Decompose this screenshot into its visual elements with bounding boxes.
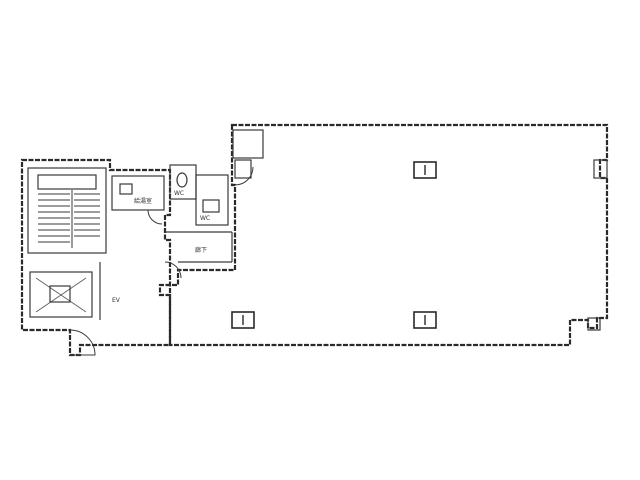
door-swing-office (234, 166, 254, 186)
stair-treads (38, 190, 100, 248)
stairwell (27, 167, 107, 254)
door-swing-entrance (69, 329, 96, 356)
elevator-shaft (29, 271, 93, 318)
door-swing-corridor (164, 261, 182, 279)
stairwell-landing (37, 174, 97, 190)
door-swing-kitchen (147, 209, 163, 225)
restroom-2-label: WC (200, 215, 210, 222)
office-outer-wall (158, 123, 609, 347)
core-outer-wall (20, 158, 172, 357)
elevator-hall: EV (99, 262, 121, 320)
kitchenette-label: 給湯室 (134, 197, 152, 205)
pilaster-right (593, 159, 608, 179)
stairwell-outline (27, 167, 107, 254)
pipe-space (234, 159, 252, 179)
elevator-hall-label: EV (112, 297, 121, 304)
kitchenette: 給湯室 (111, 175, 165, 211)
pilaster-bottom-right (587, 317, 601, 331)
corner-closet (232, 129, 264, 159)
restroom: WC (169, 164, 197, 200)
restroom-label: WC (174, 190, 184, 197)
column-bottom-right (413, 311, 437, 329)
column-bottom-left (231, 311, 255, 329)
restroom-2: WC (195, 174, 229, 226)
column-top (413, 161, 437, 179)
corridor: 廊下 (165, 231, 233, 263)
corridor-label: 廊下 (195, 246, 207, 254)
